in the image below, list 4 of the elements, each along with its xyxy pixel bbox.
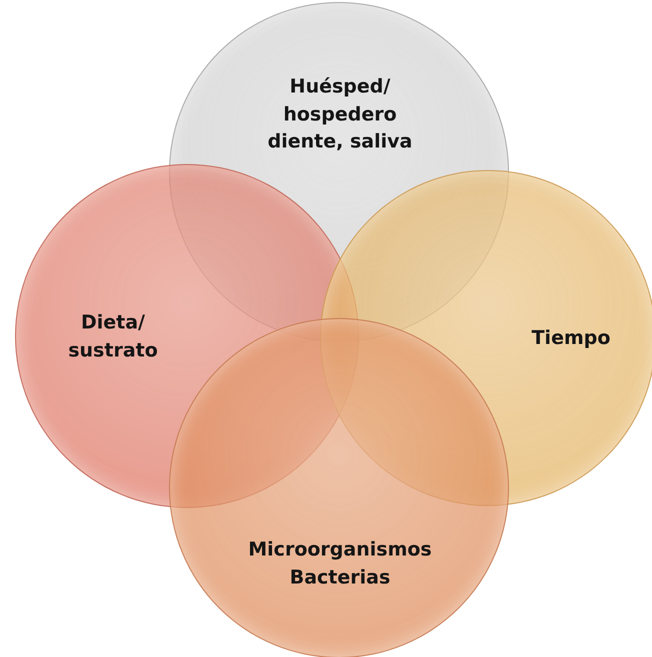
circle-label: Dieta/ sustrato [67,310,159,363]
circle-label: Huésped/ hospedero diente, saliva [266,74,414,155]
circle-label: Tiempo [530,326,612,352]
circle-label: Microorganismos Bacterias [247,537,433,590]
